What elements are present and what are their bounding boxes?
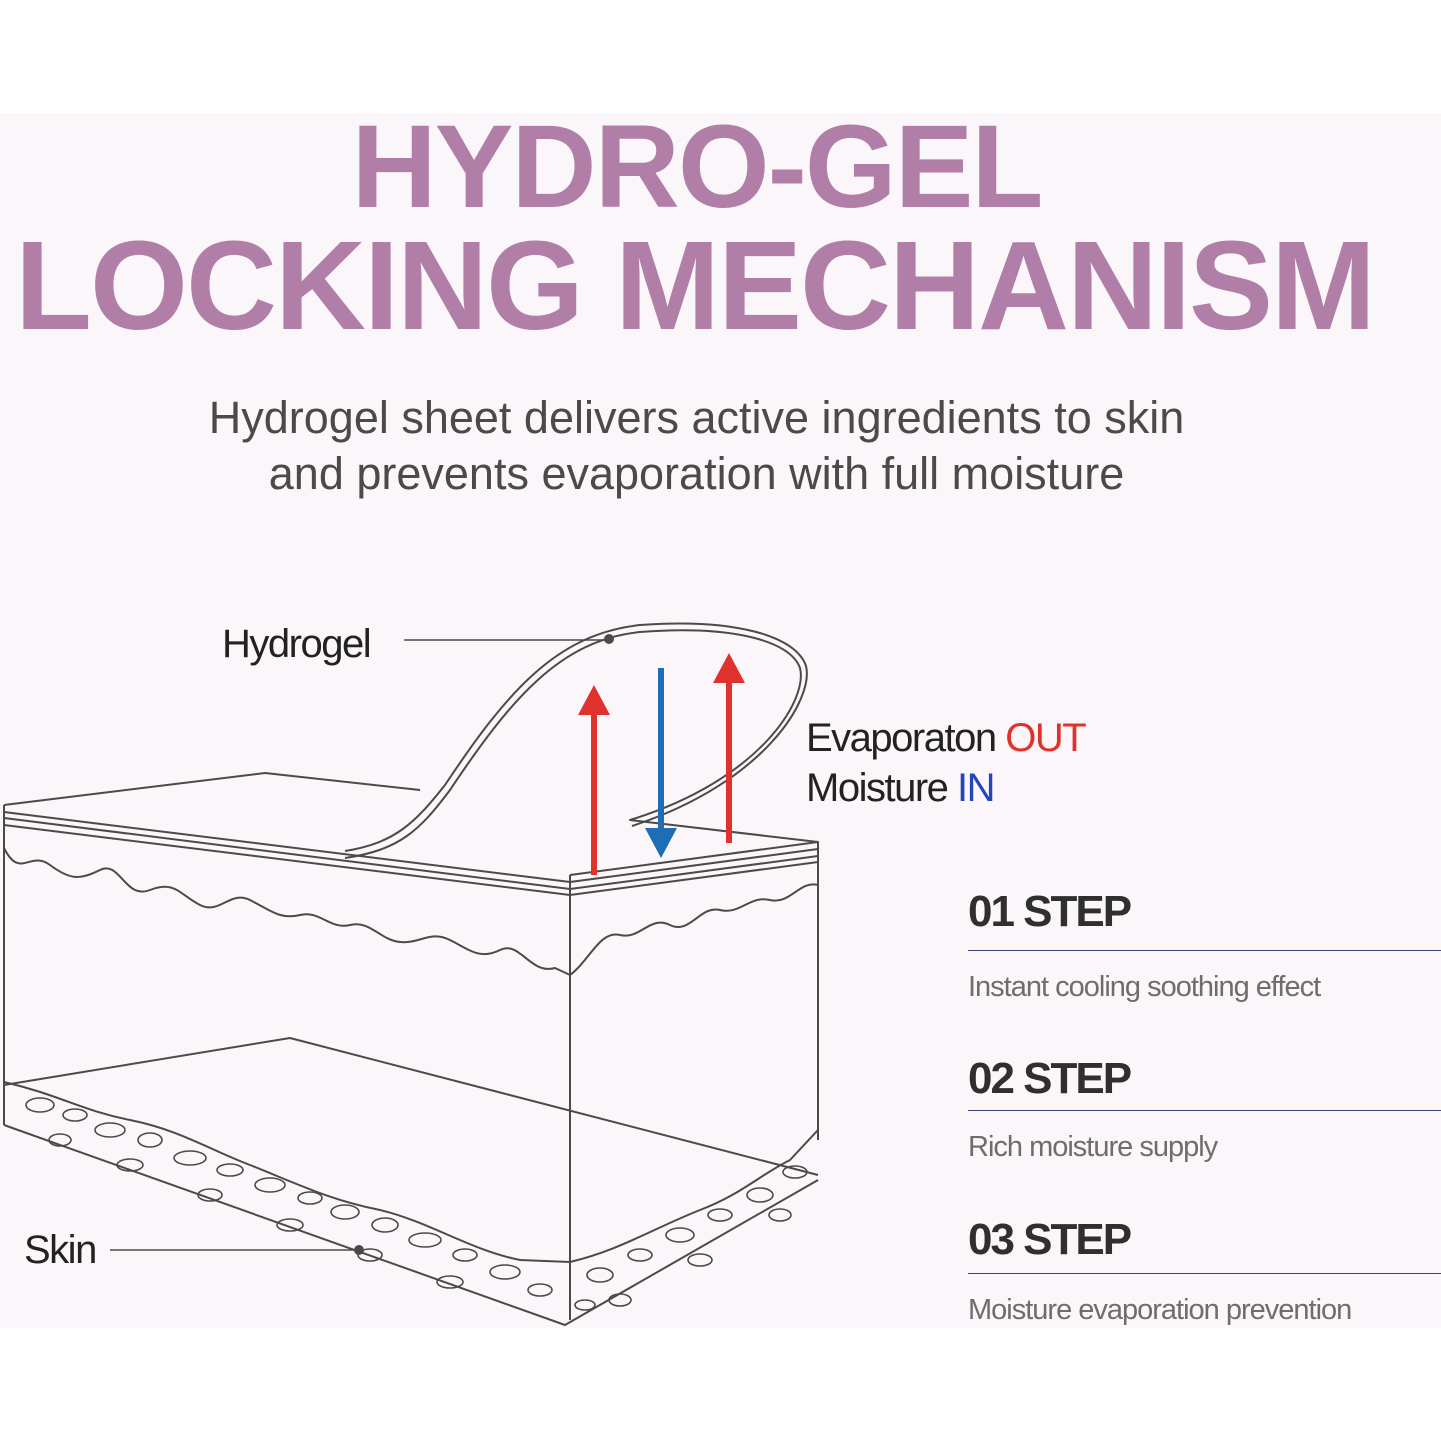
step-3-title: 03 STEP: [968, 1215, 1132, 1264]
skin-top-surface: [3, 772, 421, 806]
step-1-title: 01 STEP: [968, 887, 1132, 936]
step-1-description: Instant cooling soothing effect: [968, 971, 1321, 1003]
skin-leader-dot: [354, 1245, 364, 1255]
moisture-in-highlight: IN: [957, 766, 996, 810]
evaporation-out-highlight: OUT: [1005, 716, 1086, 760]
evaporation-arrowhead-right: [713, 653, 745, 683]
moisture-text: Moisture: [806, 766, 949, 810]
step-2-title: 02 STEP: [968, 1054, 1132, 1103]
skin-label: Skin: [24, 1228, 97, 1272]
hydrogel-label: Hydrogel: [222, 622, 372, 666]
evaporation-label: Evaporaton OUT: [806, 716, 1087, 760]
background-panel: [0, 113, 1441, 1328]
step-3-divider: [968, 1273, 1441, 1274]
step-2-description: Rich moisture supply: [968, 1131, 1218, 1163]
step-3-description: Moisture evaporation prevention: [968, 1294, 1352, 1326]
step-1-divider: [968, 950, 1441, 951]
hydrogel-sheet: [344, 629, 819, 859]
subtitle-line-1: Hydrogel sheet delivers active ingredien…: [208, 392, 1185, 443]
epidermis-wave: [3, 847, 819, 976]
moisture-arrowhead: [645, 828, 677, 858]
step-2-divider: [968, 1110, 1441, 1111]
subcutaneous-layer: [3, 1081, 819, 1263]
hydrogel-leader-dot: [604, 634, 614, 644]
moisture-label: Moisture IN: [806, 766, 996, 810]
evaporation-text: Evaporaton: [806, 716, 997, 760]
evaporation-arrowhead-left: [578, 685, 610, 715]
title-line-2: LOCKING MECHANISM: [15, 215, 1376, 356]
title-line-1: HYDRO-GEL: [351, 101, 1044, 233]
skin-top-edge: [3, 805, 819, 896]
subtitle-line-2: and prevents evaporation with full moist…: [268, 448, 1125, 499]
